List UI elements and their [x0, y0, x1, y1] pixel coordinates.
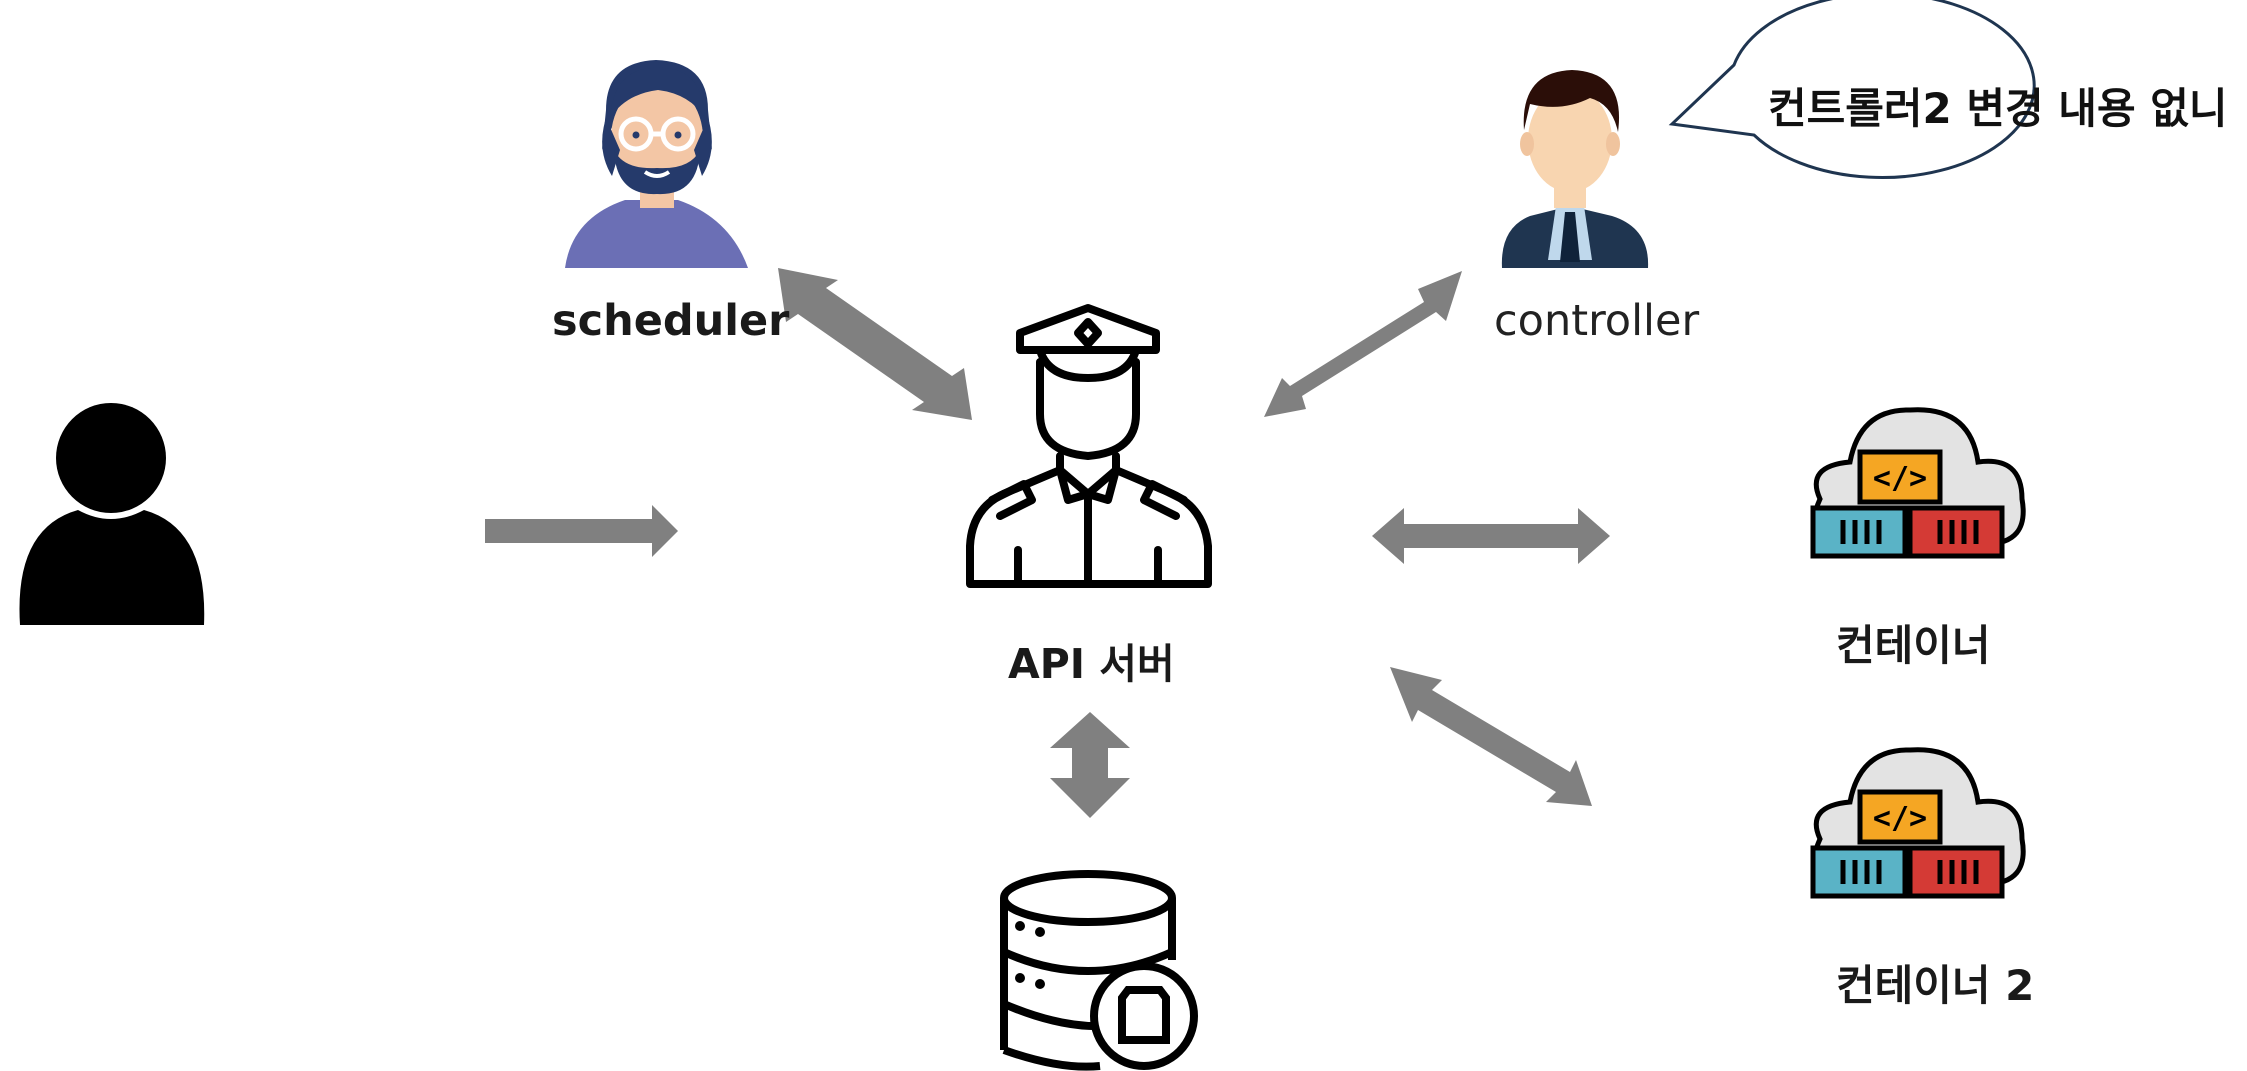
arrow-controller-api [1264, 271, 1462, 417]
speech-bubble [1668, 0, 2036, 180]
scheduler-label: scheduler [552, 296, 790, 346]
database-icon [1000, 870, 1198, 1071]
cloud-container-icon: </> [1810, 747, 2026, 899]
container-2-label: 컨테이너 2 [1836, 961, 2035, 1010]
arrow-user-to-api [485, 505, 678, 557]
arrow-api-container1 [1372, 508, 1610, 564]
arrow-scheduler-api [778, 268, 972, 420]
container-1-label: 컨테이너 [1836, 621, 1991, 670]
api-server-label: API 서버 [1008, 640, 1175, 688]
police-officer-icon [966, 304, 1212, 588]
arrows [485, 268, 1610, 818]
user-icon [19, 403, 205, 625]
cloud-container-icon: </> [1810, 407, 2026, 559]
svg-text:</>: </> [1873, 801, 1927, 836]
speech-bubble-text: 컨트롤러2 변경 내용 없니 [1768, 84, 2228, 133]
arrow-api-container2 [1390, 667, 1592, 806]
arrow-api-database [1050, 712, 1130, 818]
controller-avatar-icon [1501, 70, 1649, 268]
svg-text:</>: </> [1873, 461, 1927, 496]
controller-label: controller [1494, 296, 1700, 346]
scheduler-avatar-icon [565, 60, 748, 268]
